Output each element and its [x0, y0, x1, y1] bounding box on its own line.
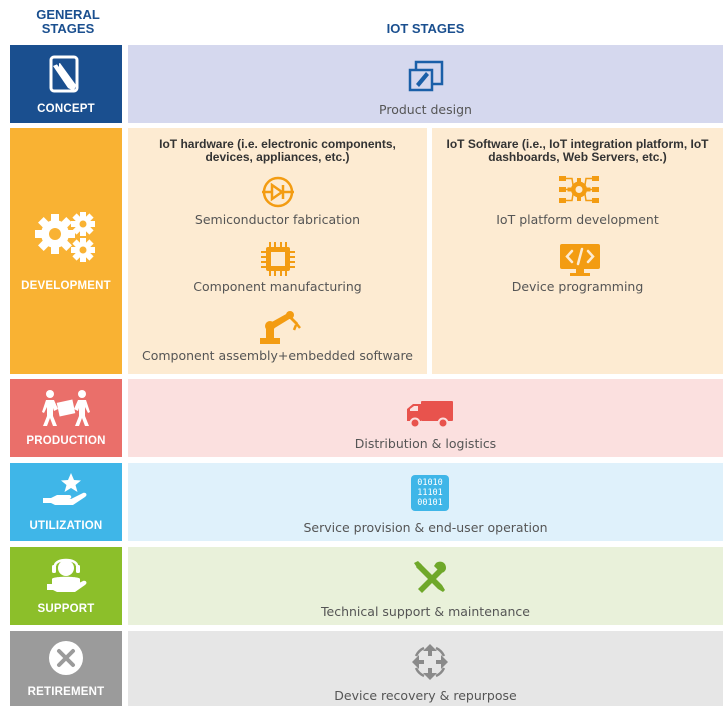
stage-concept-label: CONCEPT — [37, 103, 95, 115]
tools-icon — [414, 561, 446, 593]
product-design-icon — [408, 60, 444, 92]
binary-code-text: 01010 11101 00101 — [417, 478, 443, 508]
stage-retirement-label: RETIREMENT — [27, 686, 105, 698]
support-agent-icon — [47, 558, 87, 592]
code-monitor-icon — [560, 244, 600, 276]
stage-development: DEVELOPMENT — [10, 128, 122, 374]
stage-production-label: PRODUCTION — [26, 435, 106, 447]
panel-product-design: Product design — [128, 45, 723, 123]
diode-icon — [262, 176, 294, 208]
truck-icon — [407, 401, 453, 429]
device-programming-label: Device programming — [511, 279, 644, 294]
panel-service-provision: 01010 11101 00101 Service provision & en… — [128, 463, 723, 541]
component-manufacturing-label: Component manufacturing — [193, 279, 362, 294]
service-provision-label: Service provision & end-user operation — [303, 520, 548, 535]
recycle-arrows-icon — [412, 644, 448, 680]
general-stages-header: GENERAL STAGES — [36, 7, 100, 36]
network-gear-icon — [559, 176, 599, 203]
hardware-title: IoT hardware (i.e. electronic components… — [159, 137, 396, 164]
software-title: IoT Software (i.e., IoT integration plat… — [446, 137, 709, 164]
distribution-label: Distribution & logistics — [354, 436, 497, 451]
iot-stages-header: IOT STAGES — [386, 21, 465, 36]
panel-device-recovery: Device recovery & repurpose — [128, 631, 723, 706]
product-design-label: Product design — [379, 102, 472, 117]
panel-iot-software: IoT Software (i.e., IoT integration plat… — [432, 128, 723, 374]
tech-support-label: Technical support & maintenance — [321, 604, 530, 619]
panel-distribution: Distribution & logistics — [128, 379, 723, 457]
panel-iot-hardware: IoT hardware (i.e. electronic components… — [128, 128, 427, 374]
close-circle-icon — [49, 641, 83, 675]
stage-production: PRODUCTION — [10, 379, 122, 457]
stage-concept: CONCEPT — [10, 45, 122, 123]
stage-utilization: UTILIZATION — [10, 463, 122, 541]
device-recovery-label: Device recovery & repurpose — [334, 688, 517, 703]
robot-arm-icon — [260, 311, 301, 344]
chip-icon — [261, 242, 295, 276]
hand-star-icon — [43, 473, 87, 505]
stage-support-label: SUPPORT — [37, 603, 95, 615]
people-carrying-box-icon — [42, 390, 90, 426]
gears-icon — [35, 212, 95, 262]
semiconductor-label: Semiconductor fabrication — [194, 212, 361, 227]
stage-support: SUPPORT — [10, 547, 122, 625]
stage-retirement: RETIREMENT — [10, 631, 122, 706]
platform-dev-label: IoT platform development — [496, 212, 659, 227]
component-assembly-label: Component assembly+embedded software — [141, 348, 413, 363]
pencil-document-icon — [49, 55, 79, 93]
stage-utilization-label: UTILIZATION — [29, 520, 103, 532]
panel-technical-support: Technical support & maintenance — [128, 547, 723, 625]
binary-code-icon — [411, 475, 449, 511]
stage-development-label: DEVELOPMENT — [21, 280, 111, 292]
